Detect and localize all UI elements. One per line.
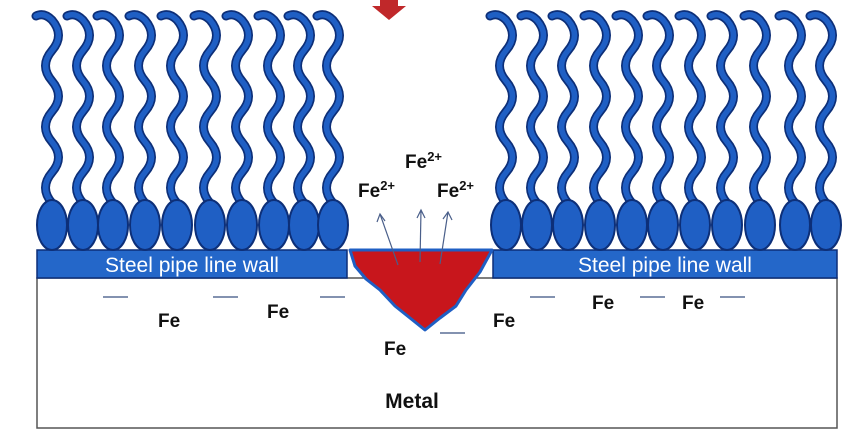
inhibitor-tail-fill — [33, 11, 62, 206]
metal-label: Metal — [385, 390, 439, 413]
fe-label: Fe — [267, 302, 289, 323]
inhibitor-tail-fill — [807, 11, 836, 206]
ion-label-top: Fe2+ — [405, 149, 442, 173]
inhibitor-tail-fill — [94, 11, 123, 206]
steel-wall-left — [36, 249, 348, 279]
inhibitor-head — [679, 199, 711, 251]
inhibitor-tail-fill — [223, 11, 252, 206]
fe-label: Fe — [384, 339, 406, 360]
inhibitor-head — [521, 199, 553, 251]
fe-label: Fe — [493, 311, 515, 332]
ion-release-arrows — [376, 208, 453, 266]
inhibitor-head — [711, 199, 743, 251]
inhibitor-tail-fill — [776, 11, 805, 206]
inhibitor-head — [67, 199, 99, 251]
down-arrow-icon — [372, 0, 406, 20]
inhibitor-tail-fill — [255, 11, 284, 206]
inhibitor-tail-fill — [126, 11, 155, 206]
inhibitor-tail-fill — [158, 11, 187, 206]
fe-label: Fe — [682, 293, 704, 314]
inhibitor-head — [490, 199, 522, 251]
ion-arrow-left — [379, 213, 399, 266]
fe-label: Fe — [592, 293, 614, 314]
inhibitor-head — [552, 199, 584, 251]
inhibitor-head — [317, 199, 349, 251]
inhibitor-head — [226, 199, 258, 251]
inhibitor-tail-fill — [644, 11, 673, 206]
inhibitor-head — [779, 199, 811, 251]
fe-label: Fe — [158, 311, 180, 332]
wall-right-label: Steel pipe line wall — [578, 254, 752, 277]
inhibitor-head — [194, 199, 226, 251]
inhibitor-tail-fill — [613, 11, 642, 206]
corrosion-pit — [348, 248, 494, 332]
inhibitor-tail-fill — [314, 11, 343, 206]
inhibitor-head — [258, 199, 290, 251]
inhibitor-tail-fill — [518, 11, 547, 206]
ion-arrow-right — [439, 211, 449, 265]
inhibitor-head — [810, 199, 842, 251]
inhibitor-head — [161, 199, 193, 251]
inhibitor-head — [616, 199, 648, 251]
inhibitor-tail-fill — [741, 11, 770, 206]
ion-label-left: Fe2+ — [358, 178, 395, 202]
inhibitor-tail-fill — [581, 11, 610, 206]
ion-label-right: Fe2+ — [437, 178, 474, 202]
inhibitor-tail-fill — [676, 11, 705, 206]
inhibitor-head — [36, 199, 68, 251]
inhibitor-tail-fill — [64, 11, 93, 206]
inhibitor-head — [129, 199, 161, 251]
inhibitor-head — [97, 199, 129, 251]
wall-left-label: Steel pipe line wall — [105, 254, 279, 277]
inhibitor-tail-fill — [487, 11, 516, 206]
ion-arrow-middle — [419, 209, 422, 263]
inhibitor-molecules — [31, 10, 842, 251]
inhibitor-head — [647, 199, 679, 251]
inhibitor-head — [288, 199, 320, 251]
inhibitor-head — [744, 199, 776, 251]
inhibitor-head — [584, 199, 616, 251]
inhibitor-tail-fill — [708, 11, 737, 206]
inhibitor-tail-fill — [549, 11, 578, 206]
inhibitor-tail-fill — [191, 11, 220, 206]
metal-dashes — [103, 296, 745, 334]
inhibitor-tail-fill — [285, 11, 314, 206]
